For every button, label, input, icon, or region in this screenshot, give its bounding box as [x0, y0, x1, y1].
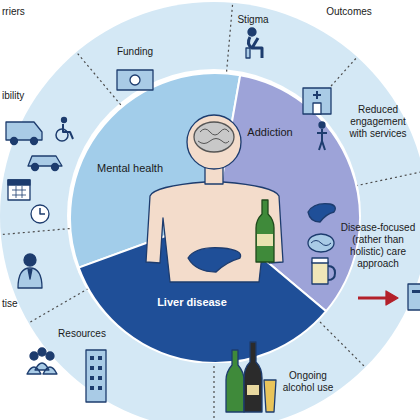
ring-label: Stigma	[228, 14, 278, 26]
ring-label: ibility	[2, 90, 46, 102]
ring-label: tise	[2, 298, 32, 310]
section-heading: Outcomes	[318, 6, 380, 18]
section-heading: rriers	[2, 6, 46, 18]
ring-label: Resources	[50, 328, 114, 340]
sector-title: Mental health	[97, 162, 163, 175]
sector-title: Liver disease	[157, 296, 227, 309]
ring-label: Disease-focused (rather than holistic) c…	[340, 222, 416, 270]
sector-title: Addiction	[247, 126, 292, 139]
ring-label: Reduced engagement with services	[342, 104, 414, 140]
ring-label: Funding	[105, 46, 165, 58]
ring-label: Ongoing alcohol use	[280, 370, 336, 394]
